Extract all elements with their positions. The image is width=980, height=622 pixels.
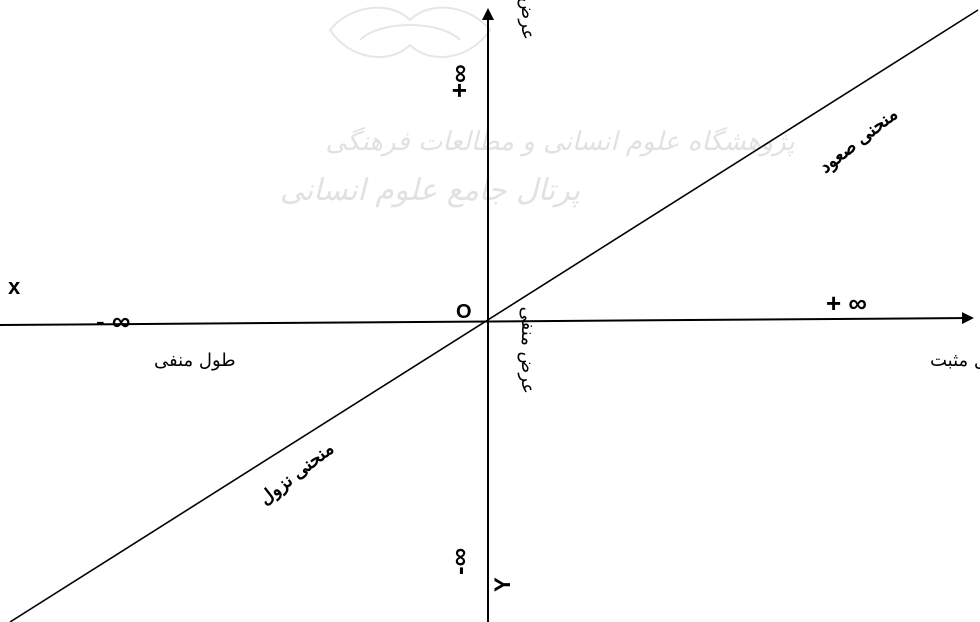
diagonal-curve: [9, 9, 979, 622]
origin-label: O: [456, 301, 472, 323]
negative-infinity-y: -∞: [444, 548, 474, 575]
descending-curve-label: منحنی نزول: [255, 438, 338, 509]
negative-length-label: طول منفی: [154, 350, 236, 371]
positive-width-label: عرض مثبت: [517, 0, 538, 40]
positive-length-label: طول مثبت: [930, 350, 980, 371]
watermark-line-2: پرتال جامع علوم انسانی: [280, 173, 580, 208]
negative-infinity-x: - ∞: [96, 306, 130, 336]
y-axis-label: Y: [490, 577, 515, 592]
x-axis-label: x: [8, 274, 21, 299]
watermark-line-1: پژوهشگاه علوم انسانی و مطالعات فرهنگی: [325, 126, 794, 157]
positive-infinity-y: +∞: [444, 64, 474, 98]
watermark: پژوهشگاه علوم انسانی و مطالعات فرهنگی پر…: [280, 6, 795, 208]
positive-infinity-x: + ∞: [826, 288, 867, 318]
ascending-curve-label: منحنی صعود: [815, 104, 902, 178]
negative-width-label: عرض منفی: [517, 307, 538, 394]
